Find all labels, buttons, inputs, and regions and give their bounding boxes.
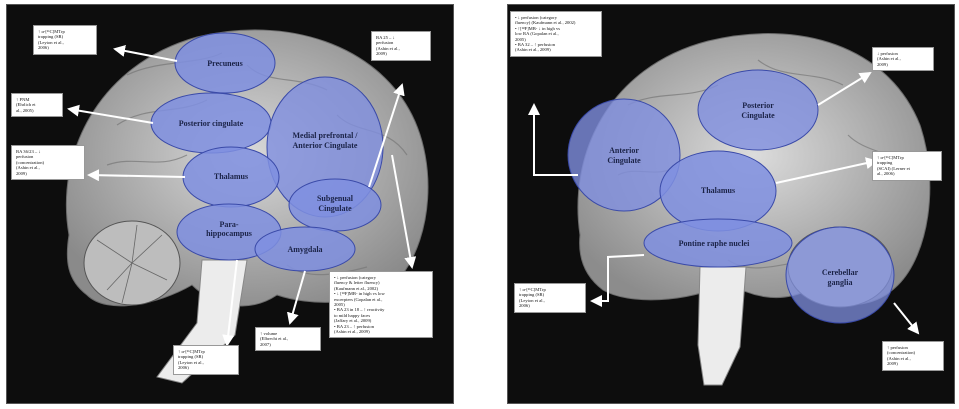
note-bullets-right: • ↓ perfusion (category fluency) (Kaufma… bbox=[510, 11, 602, 57]
label-thalamus-right: Thalamus bbox=[701, 186, 735, 195]
note-precuneus: ↑ α-[¹¹C]MTrp trapping (SR) (Leyton et a… bbox=[33, 25, 97, 55]
label-medial-prefrontal-line1: Medial prefrontal / bbox=[292, 131, 358, 140]
label-para-hippocampus-line1: Para- bbox=[219, 220, 238, 229]
arrow-cerebellum bbox=[894, 303, 918, 333]
label-medial-prefrontal-line2: Anterior Cingulate bbox=[293, 141, 358, 150]
label-precuneus: Precuneus bbox=[207, 59, 242, 68]
label-thalamus: Thalamus bbox=[214, 172, 248, 181]
note-mtrp-raphe: ↑ α-[¹¹C]MTrp trapping (SR) (Leyton et a… bbox=[514, 283, 586, 313]
note-ba25: BA 25 – ↓ perfusion (Ashin et al., 2009) bbox=[371, 31, 431, 61]
label-posterior-cingulate: Posterior cingulate bbox=[179, 119, 244, 128]
label-anterior-cingulate-line2: Cingulate bbox=[607, 156, 641, 165]
label-posterior-cingulate-right-line1: Posterior bbox=[742, 101, 774, 110]
label-posterior-cingulate-right-line2: Cingulate bbox=[741, 111, 775, 120]
label-cerebellar-line1: Cerebellar bbox=[822, 268, 859, 277]
label-amygdala: Amygdala bbox=[287, 245, 322, 254]
note-bullets-left: • ↓ perfusion (category fluency & letter… bbox=[329, 271, 433, 338]
brainstem-right bbox=[698, 267, 746, 385]
note-cerebellum: ↑ perfusion (concentration) (Ashin et al… bbox=[882, 341, 944, 371]
note-pcc: ↑ PNM (Ehrlich et al., 2005) bbox=[11, 93, 63, 117]
label-pontine-raphe: Pontine raphe nuclei bbox=[679, 239, 750, 248]
left-brain-diagram: Precuneus Posterior cingulate Medial pre… bbox=[7, 5, 453, 403]
label-anterior-cingulate-line1: Anterior bbox=[609, 146, 639, 155]
note-volume: ↑ volume (Elbrecht et al., 2007) bbox=[255, 327, 321, 351]
label-subgenual-line1: Subgenual bbox=[317, 194, 354, 203]
left-brain-panel: Precuneus Posterior cingulate Medial pre… bbox=[6, 4, 454, 404]
right-brain-panel: Anterior Cingulate Posterior Cingulate T… bbox=[507, 4, 955, 404]
label-para-hippocampus-line2: hippocampus bbox=[206, 229, 252, 238]
region-posterior-cingulate-right bbox=[698, 70, 818, 150]
note-ba3631: BA 36/23 – ↓ perfusion (concentration) (… bbox=[11, 145, 85, 180]
note-mtrp-right: ↑ α-[¹¹C]MTrp trapping (SCAI) (Lerner et… bbox=[872, 151, 942, 181]
note-thalamus-left: ↑ α-[¹¹C]MTrp trapping (SR) (Leyton et a… bbox=[173, 345, 239, 375]
label-cerebellar-line2: ganglia bbox=[828, 278, 853, 287]
label-subgenual-line2: Cingulate bbox=[318, 204, 352, 213]
cerebellum bbox=[84, 221, 180, 305]
note-perfusion-pc: ↓ perfusion (Ashin et al., 2009) bbox=[872, 47, 934, 71]
